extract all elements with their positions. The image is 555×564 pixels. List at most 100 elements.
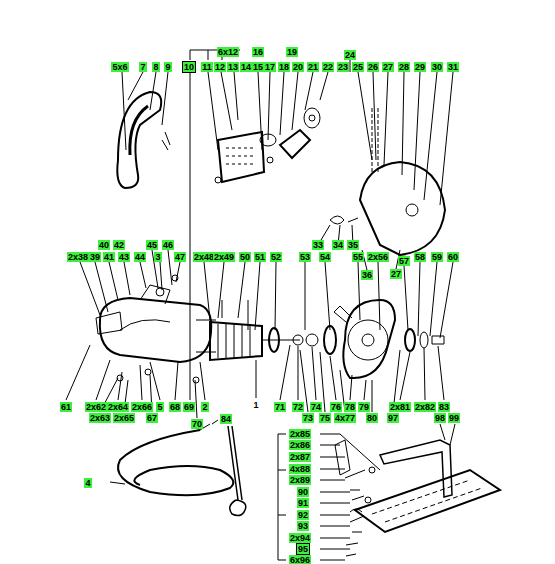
callout-number: 74 (310, 402, 322, 412)
callout-number: 12 (214, 62, 226, 72)
callout-number: 6x12 (217, 47, 239, 57)
callout-number: 22 (322, 62, 334, 72)
callout-number: 90 (297, 487, 309, 497)
callout-number: 15 (252, 62, 264, 72)
callout-number: 68 (169, 402, 181, 412)
callout-number: 2x64 (107, 402, 129, 412)
callout-number: 19 (286, 47, 298, 57)
callout-number: 54 (319, 252, 331, 262)
callout-number: 4 (84, 478, 91, 488)
callout-number: 21 (307, 62, 319, 72)
callout-number: 18 (278, 62, 290, 72)
callout-number: 27 (390, 269, 402, 279)
callout-number: 57 (398, 256, 410, 266)
callout-number: 5 (156, 402, 163, 412)
callout-number: 5x6 (111, 62, 128, 72)
callout-number: 76 (330, 402, 342, 412)
callout-number: 24 (344, 50, 356, 60)
callout-number: 92 (297, 510, 309, 520)
callout-number: 44 (134, 252, 146, 262)
callout-number: 55 (352, 252, 364, 262)
callout-number: 4x77 (334, 413, 356, 423)
callout-number: 2x48 (193, 252, 215, 262)
callout-number: 31 (447, 62, 459, 72)
callout-number: 4x88 (289, 464, 311, 474)
callout-number: 58 (414, 252, 426, 262)
callout-number: 42 (113, 240, 125, 250)
callout-number: 2x38 (67, 252, 89, 262)
callout-number: 2x82 (414, 402, 436, 412)
callout-number: 28 (398, 62, 410, 72)
callout-number: 30 (431, 62, 443, 72)
callout-number: 47 (174, 252, 186, 262)
callout-number: 80 (366, 413, 378, 423)
callout-number: 26 (367, 62, 379, 72)
callout-number: 1 (252, 400, 259, 410)
callout-number: 73 (302, 413, 314, 423)
callout-number: 78 (344, 402, 356, 412)
callout-number: 70 (191, 419, 203, 429)
callout-number: 2x85 (289, 429, 311, 439)
callout-number: 67 (146, 413, 158, 423)
callout-number: 61 (60, 402, 72, 412)
callout-number: 45 (146, 240, 158, 250)
callout-number: 17 (264, 62, 276, 72)
callout-number: 79 (358, 402, 370, 412)
callout-number: 14 (240, 62, 252, 72)
callout-number: 11 (201, 62, 213, 72)
callout-number: 2 (201, 402, 208, 412)
callout-number: 97 (387, 413, 399, 423)
callout-number: 46 (162, 240, 174, 250)
callout-number: 7 (139, 62, 146, 72)
callout-number: 2x62 (85, 402, 107, 412)
callout-number: 36 (361, 270, 373, 280)
callout-number: 25 (352, 62, 364, 72)
callout-number: 84 (220, 414, 232, 424)
callout-number: 60 (447, 252, 459, 262)
callout-number: 3 (154, 252, 161, 262)
callout-number: 69 (183, 402, 195, 412)
callout-number: 2x49 (213, 252, 235, 262)
callout-number: 35 (347, 240, 359, 250)
callout-number: 91 (297, 498, 309, 508)
callout-number: 75 (319, 413, 331, 423)
callout-number: 39 (89, 252, 101, 262)
callout-number: 2x94 (289, 533, 311, 543)
callout-number: 83 (438, 402, 450, 412)
callout-number: 53 (299, 252, 311, 262)
callout-number: 51 (254, 252, 266, 262)
callout-number: 20 (292, 62, 304, 72)
callout-number: 52 (270, 252, 282, 262)
callout-number: 98 (434, 413, 446, 423)
callout-number: 2x65 (113, 413, 135, 423)
callout-number: 50 (239, 252, 251, 262)
callout-number: 27 (382, 62, 394, 72)
callout-number: 2x81 (389, 402, 411, 412)
callout-number: 59 (431, 252, 443, 262)
callout-number: 2x56 (367, 252, 389, 262)
callout-number: 40 (98, 240, 110, 250)
callout-number: 72 (292, 402, 304, 412)
callout-number: 34 (332, 240, 344, 250)
callout-number: 9 (164, 62, 171, 72)
callout-number: 2x66 (131, 402, 153, 412)
callout-number: 8 (152, 62, 159, 72)
callout-number: 71 (274, 402, 286, 412)
callout-number: 23 (337, 62, 349, 72)
callout-number: 16 (252, 47, 264, 57)
callout-number: 29 (414, 62, 426, 72)
callout-number: 13 (227, 62, 239, 72)
callout-number: 43 (118, 252, 130, 262)
callout-number: 6x96 (289, 555, 311, 564)
callout-number: 95 (297, 544, 309, 554)
callout-number: 2x89 (289, 475, 311, 485)
callout-number: 2x86 (289, 440, 311, 450)
callout-number: 41 (103, 252, 115, 262)
callout-number: 10 (183, 62, 195, 72)
callout-number: 2x63 (89, 413, 111, 423)
callout-number: 99 (448, 413, 460, 423)
callout-number: 93 (297, 521, 309, 531)
callout-number: 33 (312, 240, 324, 250)
